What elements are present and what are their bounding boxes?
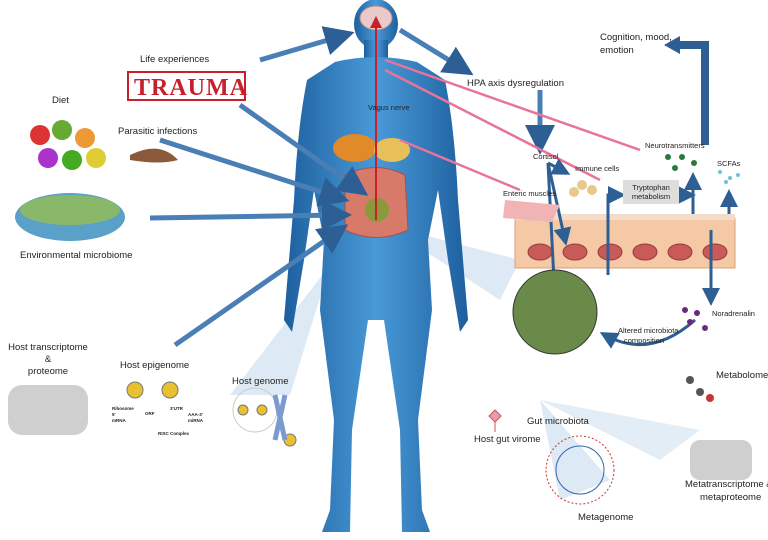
label-utr: 3'UTR — [170, 406, 184, 411]
label-mirna: miRNA — [188, 418, 204, 423]
label-five-prime: 5' — [112, 412, 116, 417]
label-cognition: Cognition, mood, — [600, 32, 672, 43]
label-metabolism: metabolism — [632, 192, 670, 201]
label-diet: Diet — [52, 95, 69, 106]
label-noradrenalin: Noradrenalin — [712, 309, 755, 318]
label-neurotransmitters: Neurotransmitters — [645, 141, 705, 150]
label-tryptophan: Tryptophan — [632, 183, 670, 192]
label-metagenome: Metagenome — [578, 512, 633, 523]
metatranscriptome-image — [690, 440, 752, 480]
diet-image — [30, 120, 106, 170]
label-aaa: AAA-3' — [188, 412, 203, 417]
label-scfas: SCFAs — [717, 159, 741, 168]
label-host-gut-virome: Host gut virome — [474, 434, 541, 445]
label-environmental-microbiome: Environmental microbiome — [20, 250, 132, 261]
label-emotion: emotion — [600, 45, 634, 56]
metabolome-image — [686, 376, 714, 402]
label-host-epigenome: Host epigenome — [120, 360, 189, 371]
label-vagus-nerve: Vagus nerve — [368, 103, 410, 112]
metagenome-image — [545, 435, 615, 505]
virome-image — [488, 409, 502, 432]
label-parasitic-infections: Parasitic infections — [118, 126, 197, 137]
label-enteric-muscles: Enteric muscles — [503, 189, 556, 198]
label-cortisol: Cortisol — [533, 152, 559, 161]
label-immune-cells: Immune cells — [575, 164, 619, 173]
label-metatranscriptome: Metatranscriptome & — [685, 479, 768, 490]
label-life-experiences: Life experiences — [140, 54, 209, 65]
gut-microbiota-image — [512, 269, 598, 355]
trauma-stamp — [127, 71, 246, 101]
label-metabolome: Metabolome — [716, 370, 768, 381]
tryptophan-box — [623, 180, 679, 204]
immune-cells — [569, 180, 597, 197]
transcriptome-image — [8, 385, 88, 435]
parasite-image — [130, 148, 178, 163]
label-proteome: proteome — [28, 366, 68, 377]
label-host-transcriptome-amp: & — [45, 354, 52, 365]
enteric-muscles — [503, 200, 560, 222]
label-host-transcriptome: Host transcriptome — [8, 342, 88, 353]
label-host-genome: Host genome — [232, 376, 289, 387]
label-trauma: TRAUMA — [134, 75, 248, 101]
cognition-arrow — [680, 41, 709, 145]
liver — [333, 134, 377, 162]
label-altered-microbiota: Altered microbiota — [618, 326, 679, 335]
metabolome-cone — [540, 400, 700, 460]
label-gut-microbiota: Gut microbiota — [527, 416, 589, 427]
stomach — [374, 138, 410, 162]
label-risc-complex: RISC Complex — [158, 431, 190, 436]
label-ribosome: Ribosome — [112, 406, 134, 411]
label-mrna: mRNA — [112, 418, 127, 423]
label-metaproteome: metaproteome — [700, 492, 761, 503]
neurotransmitter-dots — [665, 154, 697, 171]
label-hpa-axis: HPA axis dysregulation — [467, 78, 564, 89]
noradrenalin-dots — [682, 307, 708, 331]
influence-arrows — [149, 26, 555, 348]
genome-cone — [230, 265, 330, 395]
scfa-dots — [718, 170, 740, 184]
label-orf: ORF — [145, 411, 155, 416]
metagenome-cone — [540, 400, 610, 500]
label-composition: composition — [624, 336, 664, 345]
gut-epithelium — [514, 214, 736, 269]
